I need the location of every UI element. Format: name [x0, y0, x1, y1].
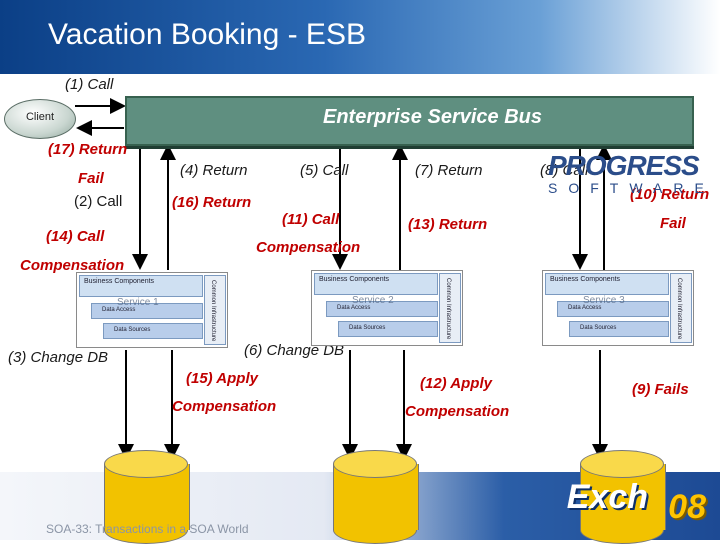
label-apply-15: (15) Apply: [186, 370, 258, 387]
label-return-7: (7) Return: [415, 162, 483, 179]
slide-title: Vacation Booking - ESB: [48, 18, 366, 51]
common-infrastructure-label: Common Infrastructure: [210, 280, 216, 342]
data-access-layer: Data Access: [91, 303, 203, 319]
label-change-db-6: (6) Change DB: [244, 342, 345, 359]
common-infrastructure-label: Common Infrastructure: [445, 278, 451, 340]
business-components-layer: Business Components: [545, 273, 669, 295]
label-compensation-11: Compensation: [256, 239, 361, 256]
common-infrastructure-layer: Common Infrastructure: [204, 275, 226, 345]
label-call-2: (2) Call: [74, 193, 123, 210]
data-sources-layer: Data Sources: [338, 321, 438, 337]
title-band: [0, 0, 720, 74]
label-compensation-14: Compensation: [20, 257, 125, 274]
business-components-layer: Business Components: [314, 273, 438, 295]
label-fail-right: Fail: [660, 215, 686, 232]
footer-caption: SOA-33: Transactions in a SOA World: [46, 522, 249, 536]
esb-bar: Enterprise Service Bus: [125, 96, 694, 146]
label-change-db-3: (3) Change DB: [8, 349, 109, 366]
service-name: Service 2: [352, 295, 394, 306]
label-compensation-12: Compensation: [405, 403, 510, 420]
database-1: [104, 450, 190, 544]
esb-label: Enterprise Service Bus: [323, 106, 542, 128]
label-call-14: (14) Call: [46, 228, 105, 245]
label-fails-9: (9) Fails: [632, 381, 689, 398]
common-infrastructure-label: Common Infrastructure: [676, 278, 682, 340]
label-call-1: (1) Call: [65, 76, 114, 93]
progress-logo: PROGRESS SOFTWARE: [548, 150, 708, 196]
common-infrastructure-layer: Common Infrastructure: [670, 273, 692, 343]
database-3: [580, 450, 666, 544]
label-fail-left: Fail: [78, 170, 104, 187]
service-name: Service 3: [583, 295, 625, 306]
banner-year: 08: [668, 488, 706, 526]
data-sources-layer: Data Sources: [103, 323, 203, 339]
service-3-diagram: Business Components Data Access Data Sou…: [542, 270, 694, 346]
client-node: Client: [4, 99, 76, 139]
label-return-4: (4) Return: [180, 162, 248, 179]
label-return-13: (13) Return: [408, 216, 488, 233]
service-2-diagram: Business Components Data Access Data Sou…: [311, 270, 463, 346]
label-call-8: (8) Call: [540, 162, 589, 179]
logo-main-text: PROGRESS: [548, 150, 700, 181]
client-label: Client: [25, 111, 55, 123]
logo-sub-text: SOFTWARE: [548, 180, 715, 196]
label-compensation-15: Compensation: [172, 398, 277, 415]
data-access-layer: Data Access: [557, 301, 669, 317]
label-apply-12: (12) Apply: [420, 375, 492, 392]
label-return-16: (16) Return: [172, 194, 252, 211]
data-sources-layer: Data Sources: [569, 321, 669, 337]
label-return-17: (17) Return: [48, 141, 128, 158]
database-2: [333, 450, 419, 544]
business-components-layer: Business Components: [79, 275, 203, 297]
label-return-10: (10) Return: [630, 186, 710, 203]
data-access-layer: Data Access: [326, 301, 438, 317]
banner-word: Exch: [566, 478, 648, 516]
service-name: Service 1: [117, 297, 159, 308]
label-call-5: (5) Call: [300, 162, 349, 179]
label-call-11: (11) Call: [282, 211, 340, 228]
service-1-diagram: Business Components Data Access Data Sou…: [76, 272, 228, 348]
common-infrastructure-layer: Common Infrastructure: [439, 273, 461, 343]
